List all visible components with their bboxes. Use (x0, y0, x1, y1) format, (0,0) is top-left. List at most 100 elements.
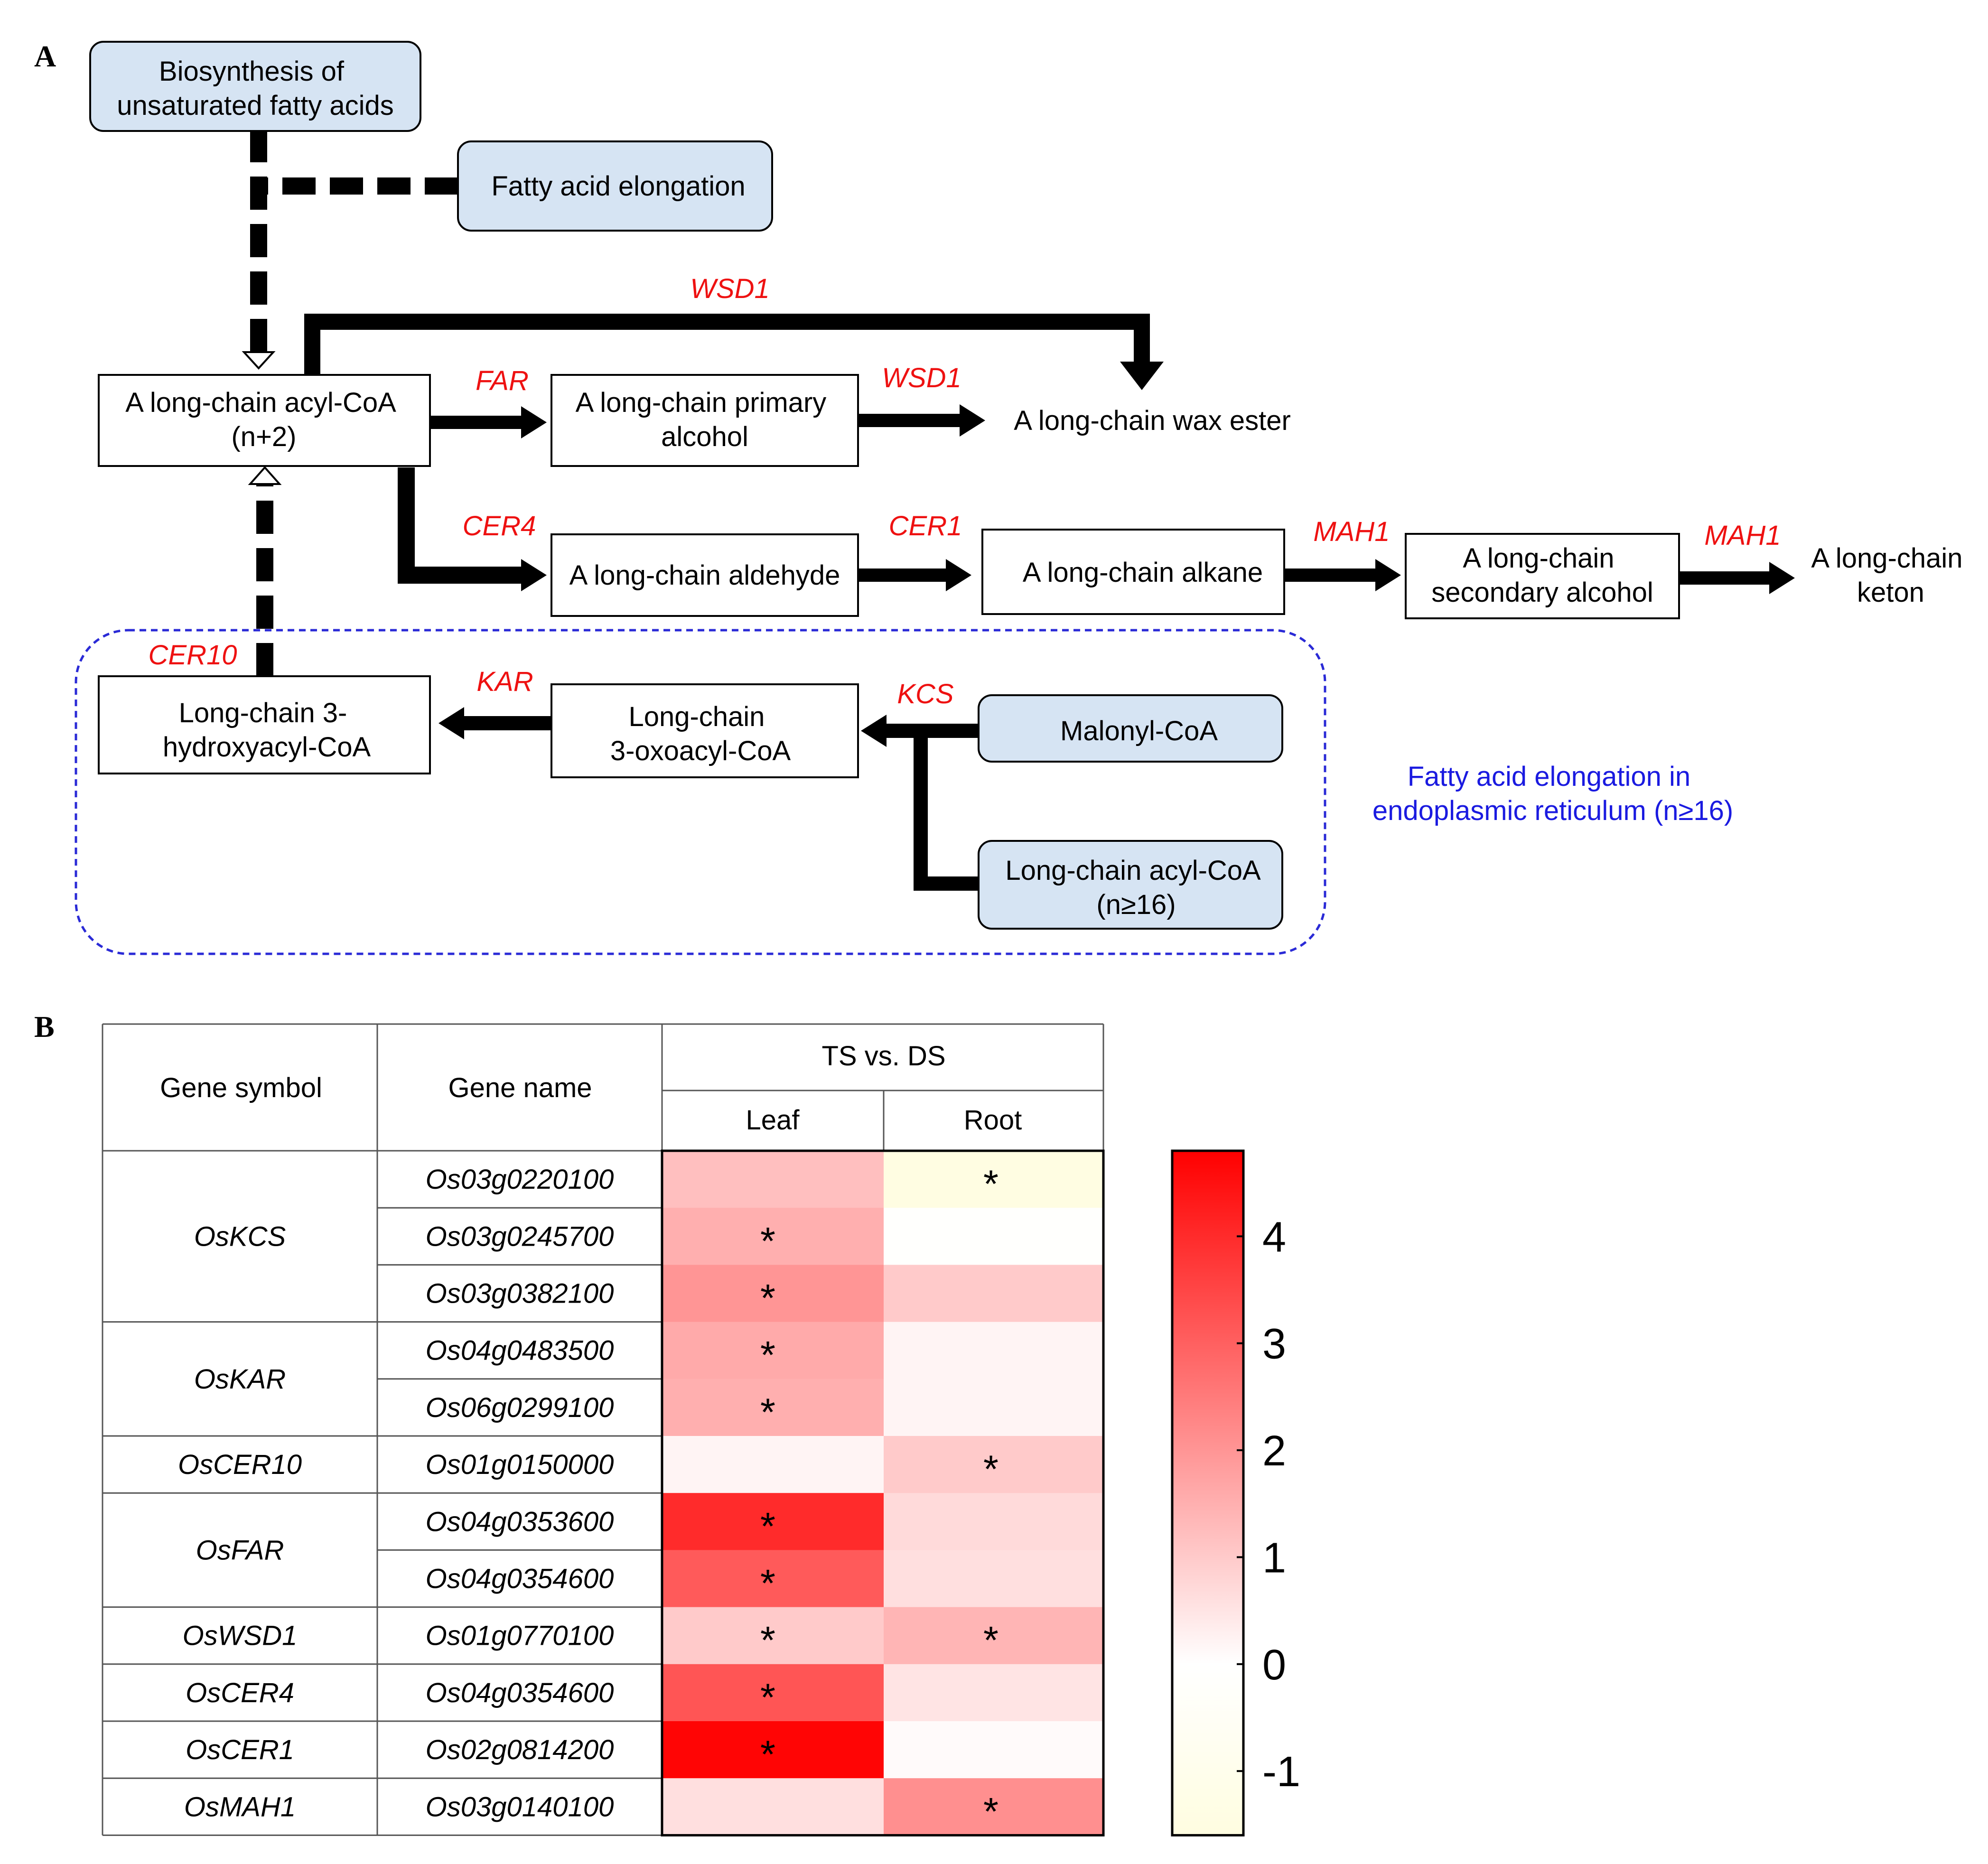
enzyme-cer4: CER4 (463, 511, 536, 541)
significance-mark: * (760, 1334, 775, 1377)
node-malonyl-coa: Malonyl-CoA (1060, 716, 1218, 746)
open-arrowhead-up (248, 466, 282, 485)
gene-name: Os04g0354600 (426, 1678, 614, 1708)
header-leaf: Leaf (746, 1105, 800, 1136)
arrowheads (242, 351, 1795, 747)
mah1-a-arrowhead (1375, 559, 1401, 591)
gene-symbol: OsFAR (196, 1535, 284, 1566)
significance-mark: * (760, 1505, 775, 1548)
enzyme-kar: KAR (476, 666, 533, 697)
wsd1-arrowhead (960, 404, 985, 437)
gene-name: Os01g0150000 (426, 1449, 614, 1480)
gene-name: Os02g0814200 (426, 1734, 614, 1765)
gene-symbol: OsKCS (194, 1221, 286, 1252)
header-comparison: TS vs. DS (821, 1041, 945, 1072)
node-hydroxyacyl-coa-box (98, 675, 431, 774)
node-secondary-alcohol: A long-chain secondary alcohol (1431, 543, 1653, 608)
wsd1-bracket-line (304, 314, 1150, 375)
table-headers: Gene symbol Gene name TS vs. DS Leaf Roo… (160, 1041, 1022, 1136)
header-root: Root (964, 1105, 1022, 1136)
significance-mark: * (983, 1448, 999, 1491)
heatmap-cell (662, 1436, 884, 1493)
table-grid (102, 1023, 1104, 1836)
heatmap: ************* (661, 1149, 1105, 1836)
node-oxoacyl-coa-box (551, 683, 859, 778)
kar-arrowhead (439, 707, 464, 739)
node-primary-alcohol: A long-chain primary alcohol (576, 387, 834, 452)
node-wax-ester: A long-chain wax ester (1014, 405, 1291, 436)
node-alkane: A long-chain alkane (1023, 557, 1263, 588)
enzyme-mah1-a: MAH1 (1313, 516, 1390, 547)
wsd1-top-arrowhead (1120, 362, 1164, 390)
colorbar-tick-label: 4 (1262, 1213, 1286, 1261)
pathway-node-labels: Biosynthesis of unsaturated fatty acids … (117, 56, 1962, 920)
node-acyl-coa-n2: A long-chain acyl-CoA (n+2) (125, 387, 402, 452)
enzyme-cer10: CER10 (149, 640, 237, 671)
significance-mark: * (760, 1619, 775, 1662)
significance-mark: * (983, 1163, 999, 1206)
gene-symbol: OsCER4 (186, 1678, 294, 1708)
node-alkane-box (981, 529, 1285, 615)
header-gene-symbol: Gene symbol (160, 1072, 322, 1103)
header-gene-name: Gene name (448, 1072, 592, 1103)
significance-mark: * (760, 1676, 775, 1719)
gene-symbol: OsCER10 (178, 1449, 302, 1480)
kcs-branch-line (914, 731, 979, 891)
significance-mark: * (760, 1733, 775, 1776)
node-acyl-coa-n2-box (98, 374, 431, 467)
heatmap-cell (662, 1208, 884, 1265)
heatmap-cell (884, 1265, 1103, 1323)
enzyme-kcs: KCS (897, 679, 954, 709)
enzyme-mah1-b: MAH1 (1704, 520, 1781, 551)
table-body: OsKCS Os03g0220100Os03g0245700Os03g038210… (178, 1164, 614, 1822)
node-acyl-coa-n16: Long-chain acyl-CoA (n≥16) (1005, 855, 1267, 920)
kcs-arrowhead (861, 715, 887, 747)
enzyme-cer1: CER1 (889, 511, 962, 541)
heatmap-cell (884, 1778, 1103, 1836)
heatmap-cell (662, 1607, 884, 1665)
er-region (75, 629, 1326, 955)
panel-a-pathway: A (34, 39, 1963, 955)
heatmap-cell (662, 1778, 884, 1836)
heatmap-cell (884, 1379, 1103, 1436)
gene-name: Os03g0382100 (426, 1278, 614, 1309)
gene-name: Os04g0353600 (426, 1506, 614, 1537)
gene-name: Os03g0220100 (426, 1164, 614, 1195)
gene-name: Os03g0245700 (426, 1221, 614, 1252)
enzyme-far: FAR (476, 365, 529, 396)
heatmap-cell (884, 1550, 1103, 1608)
panel-b-label: B (34, 1010, 55, 1044)
gene-name: Os01g0770100 (426, 1621, 614, 1651)
node-biosynthesis: Biosynthesis of unsaturated fatty acids (117, 56, 394, 121)
heatmap-cell (662, 1322, 884, 1379)
heatmap-cell (662, 1493, 884, 1550)
gene-symbol: OsCER1 (186, 1734, 294, 1765)
node-oxoacyl-coa: Long-chain 3-oxoacyl-CoA (610, 701, 791, 766)
enzyme-wsd1-top: WSD1 (690, 273, 770, 304)
significance-mark: * (983, 1790, 999, 1833)
enzyme-labels: WSD1 FAR WSD1 CER4 CER1 MAH1 MAH1 CER10 … (149, 273, 1781, 709)
heatmap-cell (884, 1151, 1103, 1208)
enzyme-wsd1: WSD1 (882, 363, 961, 393)
open-arrowhead-down (242, 351, 276, 370)
heatmap-cell (662, 1379, 884, 1436)
heatmap-cell (662, 1664, 884, 1722)
mah1-b-arrowhead (1769, 562, 1795, 594)
gene-name: Os04g0483500 (426, 1335, 614, 1366)
gene-symbol: OsMAH1 (184, 1791, 296, 1822)
colorbar-tick-label: -1 (1262, 1748, 1300, 1796)
significance-mark: * (760, 1562, 775, 1605)
gene-symbol: OsKAR (194, 1364, 286, 1395)
node-aldehyde: A long-chain aldehyde (569, 560, 840, 591)
heatmap-cell (884, 1322, 1103, 1379)
colorbar-tick-label: 0 (1262, 1641, 1286, 1689)
heatmap-cell (884, 1436, 1103, 1493)
pathway-connectors (250, 129, 1770, 891)
heatmap-cell (884, 1607, 1103, 1665)
colorbar-gradient (1171, 1149, 1245, 1836)
gene-name: Os04g0354600 (426, 1564, 614, 1594)
significance-mark: * (760, 1391, 775, 1434)
significance-mark: * (760, 1220, 775, 1263)
